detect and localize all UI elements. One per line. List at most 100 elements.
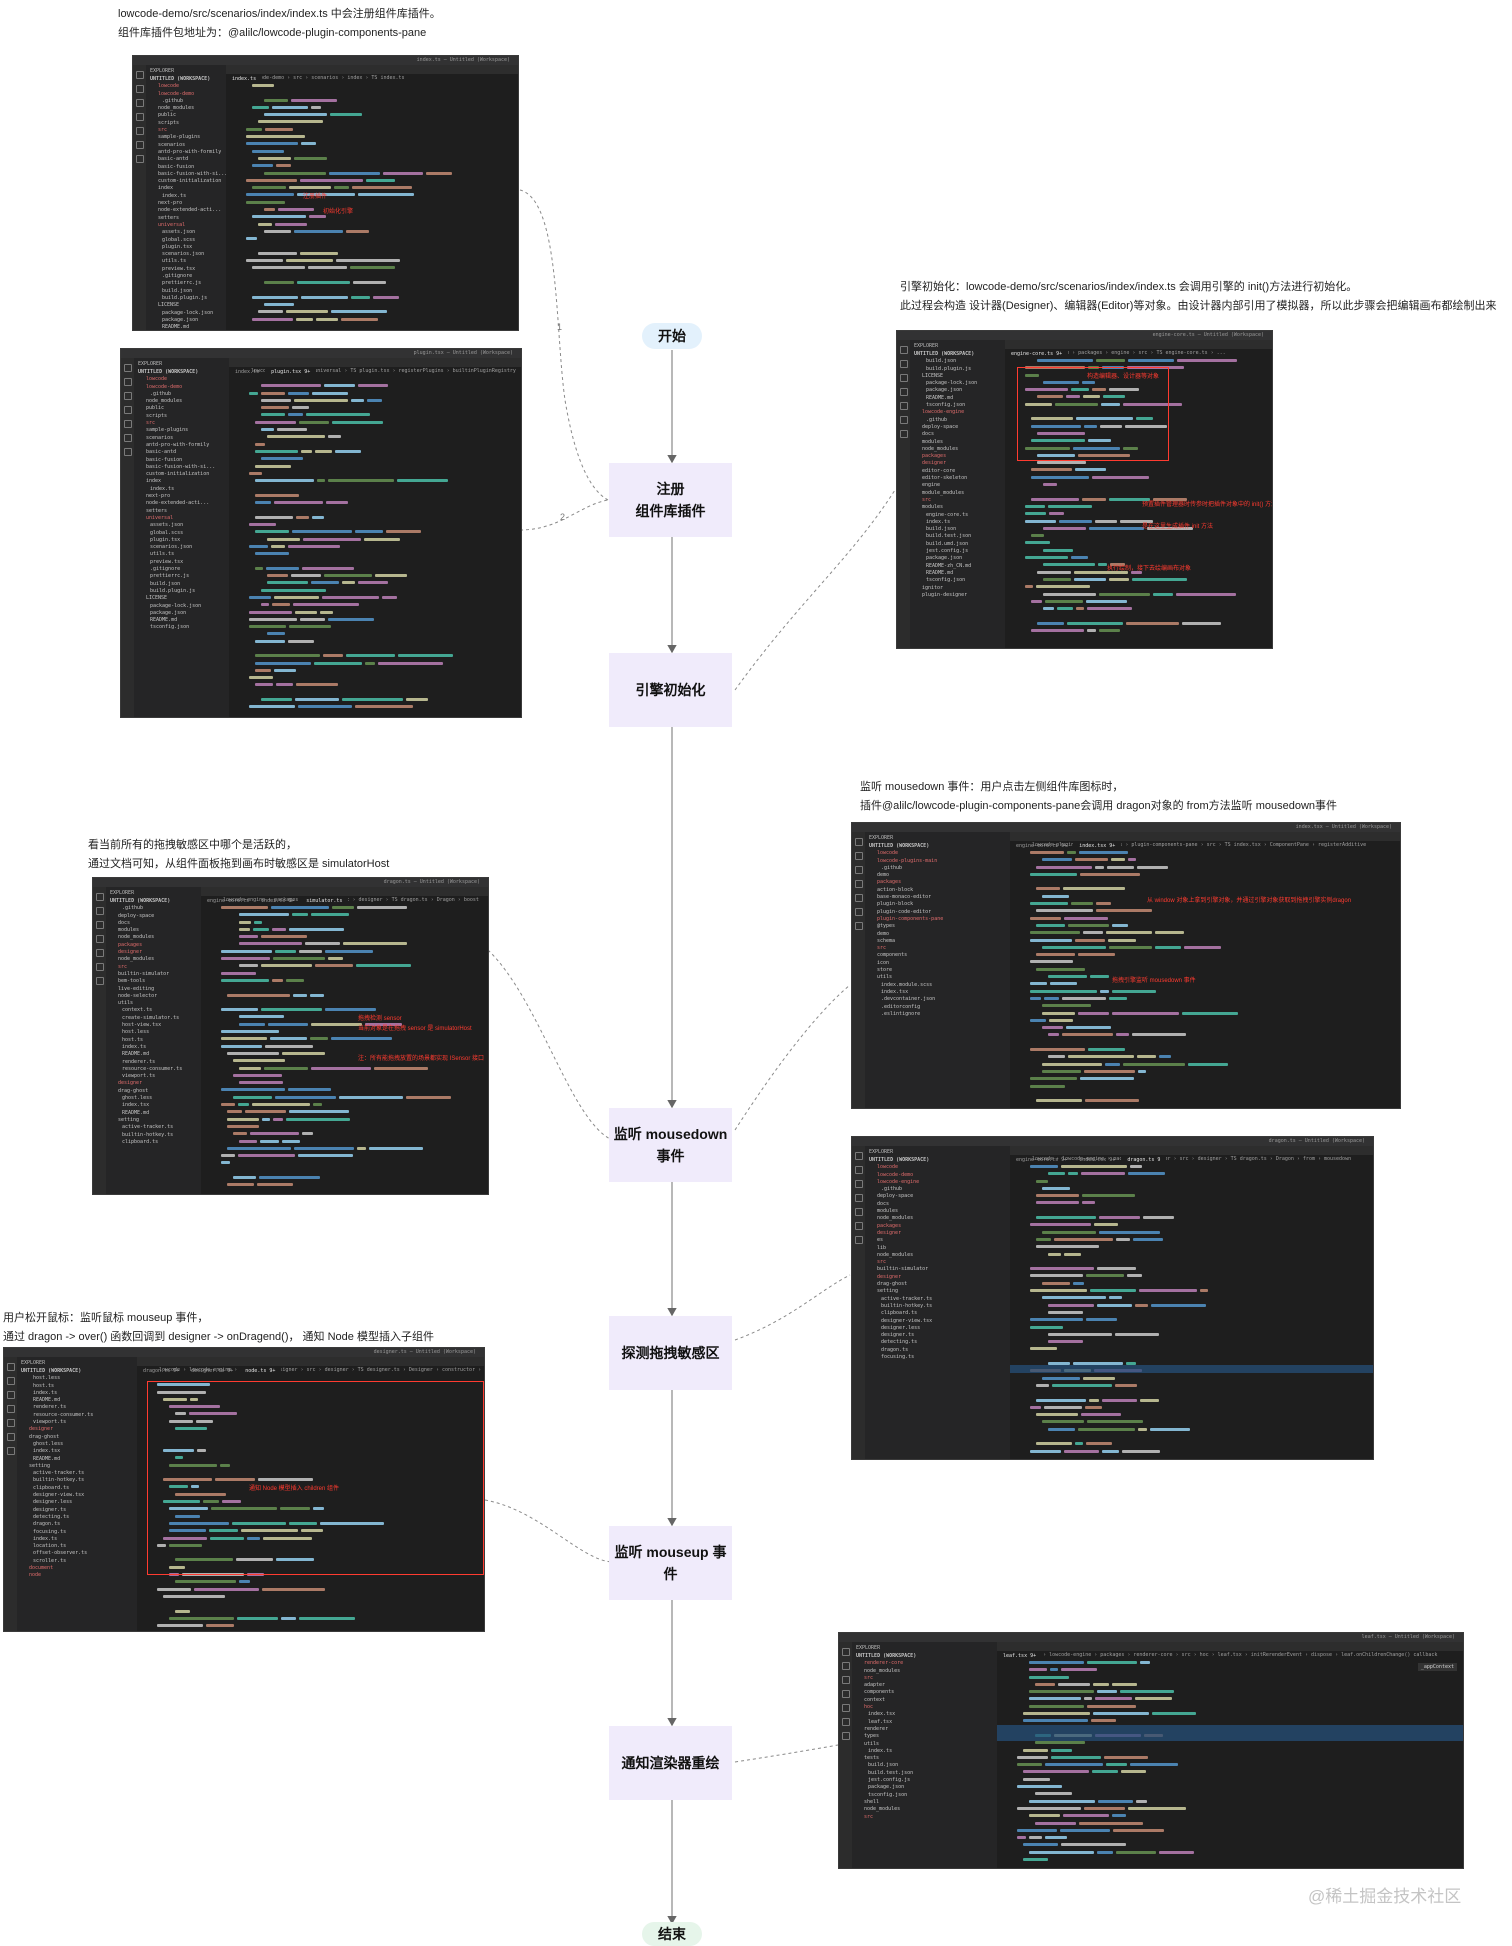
explorer-tree-item[interactable]: src: [864, 1674, 874, 1681]
explorer-tree-item[interactable]: clipboard.ts: [122, 1138, 159, 1145]
explorer-tree-item[interactable]: .github: [150, 390, 172, 397]
explorer-tree-item[interactable]: global.scss: [162, 236, 196, 243]
editor-tab[interactable]: engine-core.ts: [207, 898, 250, 904]
explorer-tree-item[interactable]: node_modules: [118, 934, 155, 941]
explorer-tree-item[interactable]: build.umd.json: [926, 540, 969, 547]
explorer-tree-item[interactable]: store: [877, 967, 893, 974]
source-control-icon[interactable]: [899, 374, 908, 382]
explorer-tree-item[interactable]: setters: [146, 507, 168, 514]
explorer-tree-item[interactable]: host.ts: [122, 1036, 144, 1043]
explorer-tree-item[interactable]: basic-fusion-with-si...: [158, 170, 226, 177]
explorer-tree-item[interactable]: base-monaco-editor: [877, 894, 932, 901]
explorer-tree-item[interactable]: leaf.tsx: [868, 1718, 893, 1725]
explorer-tree-item[interactable]: README.md: [162, 324, 190, 330]
explorer-tree-item[interactable]: .devcontainer.json: [881, 996, 936, 1003]
explorer-tree-item[interactable]: assets.json: [162, 229, 196, 236]
explorer-tree-item[interactable]: document: [29, 1565, 54, 1572]
explorer-tree-item[interactable]: README.md: [122, 1109, 150, 1116]
explorer-tree-item[interactable]: utils: [118, 1000, 134, 1007]
explorer-tree-item[interactable]: src: [864, 1813, 874, 1820]
explorer-tree-item[interactable]: README.md: [122, 1051, 150, 1058]
remote-icon[interactable]: [135, 141, 144, 149]
explorer-tree-item[interactable]: lowcode: [158, 83, 180, 90]
explorer-tree-item[interactable]: icon: [877, 959, 890, 966]
explorer-tree-item[interactable]: lowcode-engine: [922, 409, 965, 416]
explorer-tree-item[interactable]: .gitignore: [150, 566, 181, 573]
explorer-tree-item[interactable]: src: [877, 1259, 887, 1266]
explorer-tree-item[interactable]: node-extended-acti...: [158, 207, 222, 214]
explorer-tree-item[interactable]: UNTITLED (WORKSPACE): [914, 351, 975, 357]
explorer-tree-item[interactable]: setters: [158, 214, 180, 221]
explorer-tree-item[interactable]: lowcode-demo: [877, 1171, 914, 1178]
editor-tab[interactable]: designer.ts 9+: [191, 1368, 234, 1374]
search-icon[interactable]: [135, 85, 144, 93]
explorer-tree-item[interactable]: drag-ghost: [118, 1087, 149, 1094]
explorer-tree-item[interactable]: next-pro: [158, 200, 183, 207]
explorer-tree-item[interactable]: src: [146, 420, 156, 427]
remote-icon[interactable]: [854, 908, 863, 916]
code-editor[interactable]: engine-core.ts 9+ index.tsx 9+lowcode-plu…: [1010, 832, 1400, 1108]
breadcrumb[interactable]: lowcode-plugin-main › packages › plugin-…: [1032, 842, 1367, 848]
explorer-tree-item[interactable]: tests: [864, 1755, 880, 1762]
editor-tab[interactable]: index.tsx 9+: [1073, 842, 1122, 851]
testing-icon[interactable]: [854, 1236, 863, 1244]
run-debug-icon[interactable]: [899, 388, 908, 396]
search-icon[interactable]: [854, 1166, 863, 1174]
explorer-tree-item[interactable]: plugin.tsx: [150, 536, 181, 543]
explorer-tree-item[interactable]: create-simulator.ts: [122, 1014, 180, 1021]
explorer-tree-item[interactable]: designer: [118, 1080, 143, 1087]
explorer-tree-item[interactable]: build.plugin.js: [162, 294, 208, 301]
explorer-tree-item[interactable]: .eslintignore: [881, 1010, 921, 1017]
explorer-tree-item[interactable]: scenarios.json: [162, 251, 205, 258]
editor-tab[interactable]: plugin.tsx 9+: [265, 368, 317, 377]
explorer-tree-item[interactable]: scenarios.json: [150, 544, 193, 551]
testing-icon[interactable]: [95, 977, 104, 985]
explorer-tree-item[interactable]: active-tracker.ts: [881, 1295, 933, 1302]
explorer-tree-item[interactable]: LICENSE: [158, 302, 180, 309]
explorer-tree-item[interactable]: plugin-block: [877, 901, 914, 908]
explorer-tree-item[interactable]: build.plugin.js: [926, 365, 972, 372]
explorer-tree-item[interactable]: custom-initialization: [146, 471, 210, 478]
explorer-icon[interactable]: [899, 346, 908, 354]
explorer-tree-item[interactable]: index.tsx: [33, 1448, 61, 1455]
explorer-tree-item[interactable]: viewport.ts: [33, 1419, 67, 1426]
explorer-tree-item[interactable]: ghost.less: [33, 1440, 64, 1447]
explorer-tree-item[interactable]: node_modules: [877, 1251, 914, 1258]
explorer-tree-item[interactable]: focusing.ts: [33, 1528, 67, 1535]
explorer-tree-item[interactable]: UNTITLED (WORKSPACE): [138, 369, 199, 375]
breadcrumb[interactable]: lowcode-demo › src › scenarios › index ›…: [248, 75, 405, 81]
explorer-tree-item[interactable]: packages: [922, 453, 947, 460]
explorer-tree-item[interactable]: utils.ts: [162, 258, 187, 265]
explorer-tree-item[interactable]: components: [877, 952, 908, 959]
explorer-tree-item[interactable]: UNTITLED (WORKSPACE): [110, 898, 171, 904]
breadcrumb[interactable]: lowcode-demo › src › universal › TS plug…: [251, 368, 516, 374]
explorer-tree-item[interactable]: prettierrc.js: [162, 280, 202, 287]
explorer-tree-item[interactable]: active-tracker.ts: [33, 1470, 85, 1477]
explorer-tree-item[interactable]: editor-core: [922, 467, 956, 474]
explorer-tree-item[interactable]: utils: [877, 974, 893, 981]
explorer-icon[interactable]: [6, 1363, 15, 1371]
explorer-tree-item[interactable]: index.ts: [926, 518, 951, 525]
explorer-tree-item[interactable]: UNTITLED (WORKSPACE): [869, 843, 930, 849]
explorer-tree-item[interactable]: builtin-hotkey.ts: [881, 1302, 933, 1309]
explorer-tree-item[interactable]: node-extended-acti...: [146, 500, 210, 507]
explorer-tree-item[interactable]: clipboard.ts: [33, 1484, 70, 1491]
explorer-tree-item[interactable]: node_modules: [864, 1667, 901, 1674]
search-icon[interactable]: [95, 907, 104, 915]
explorer-tree-item[interactable]: clipboard.ts: [881, 1310, 918, 1317]
explorer-tree-item[interactable]: plugin-designer: [922, 591, 968, 598]
explorer-tree-item[interactable]: jest.config.js: [926, 548, 969, 555]
explorer-tree-item[interactable]: global.scss: [150, 529, 184, 536]
explorer-tree-item[interactable]: universal: [146, 514, 174, 521]
explorer-tree-item[interactable]: package.json: [162, 316, 199, 323]
explorer-tree-item[interactable]: plugin.tsx: [162, 243, 193, 250]
explorer-tree-item[interactable]: universal: [158, 221, 186, 228]
explorer-tree-item[interactable]: build.test.json: [868, 1769, 914, 1776]
run-debug-icon[interactable]: [123, 406, 132, 414]
explorer-tree-item[interactable]: build.json: [868, 1762, 899, 1769]
explorer-tree-item[interactable]: utils.ts: [150, 551, 175, 558]
explorer-tree-item[interactable]: node-selector: [118, 992, 158, 999]
explorer-tree-item[interactable]: preview.tsx: [162, 265, 196, 272]
explorer-tree-item[interactable]: host.less: [122, 1029, 150, 1036]
editor-tab[interactable]: engine-core.ts 9+: [1016, 843, 1068, 849]
